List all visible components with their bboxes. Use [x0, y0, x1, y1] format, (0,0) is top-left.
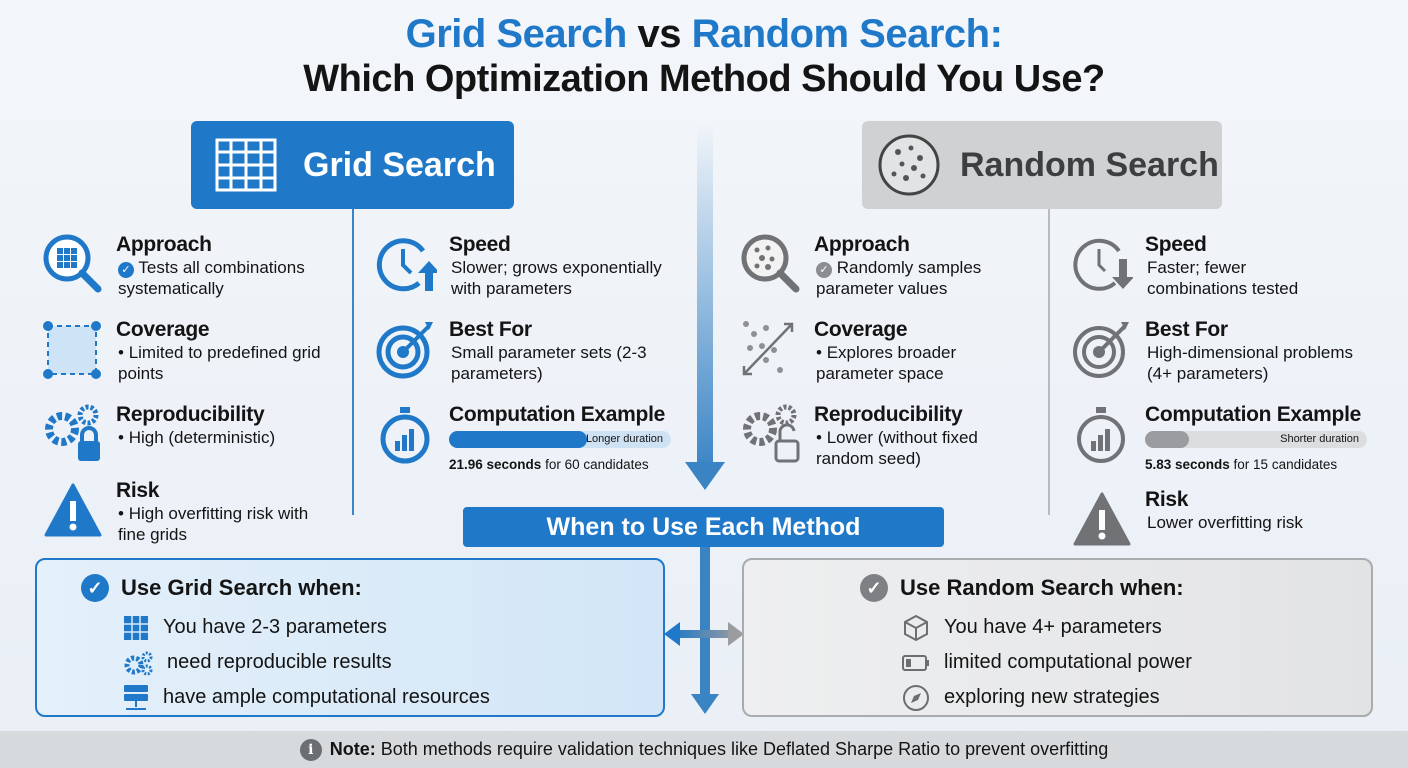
random-reproducibility: ReproducibilityLower (without fixed rand… [740, 403, 1014, 469]
list-item: limited computational power [788, 645, 1371, 680]
grid-icon [215, 138, 277, 192]
left-arrowhead [664, 622, 680, 646]
magnifier-dots-icon [741, 234, 800, 293]
use-random-panel: ✓Use Random Search when: You have 4+ par… [742, 558, 1373, 717]
grid-reproducibility: ReproducibilityHigh (deterministic) [42, 403, 275, 465]
info-icon: i [299, 738, 322, 761]
list-item: need reproducible results [81, 645, 663, 680]
server-icon [124, 684, 148, 710]
cube-icon [904, 614, 928, 641]
random-duration-fill [1145, 431, 1190, 448]
list-item: exploring new strategies [788, 680, 1371, 715]
warning-icon [44, 483, 102, 537]
random-duration-bar: Shorter duration [1145, 431, 1367, 448]
when-to-use-banner: When to Use Each Method [463, 507, 944, 547]
bottom-arrow [700, 547, 710, 697]
target-icon [1073, 322, 1129, 378]
bottom-arrow-head [691, 694, 719, 714]
use-grid-panel: ✓Use Grid Search when: You have 2-3 para… [35, 558, 665, 717]
gears-unlock-icon [743, 404, 800, 463]
list-item: You have 2-3 parameters [81, 610, 663, 645]
clock-down-icon [1073, 238, 1133, 291]
title-line-1: Grid Search vs Random Search: [405, 12, 1003, 56]
random-connector [1048, 209, 1050, 515]
left-right-arrow [672, 630, 738, 638]
list-item: have ample computational resources [81, 680, 663, 715]
list-item: You have 4+ parameters [788, 610, 1371, 645]
grid-duration-bar: Longer duration [449, 431, 671, 448]
title-line-2: Which Optimization Method Should You Use… [303, 58, 1105, 100]
magnifier-grid-icon [43, 234, 102, 293]
center-arrow-head [685, 462, 725, 490]
center-arrow [697, 120, 713, 465]
check-icon: ✓ [118, 262, 134, 278]
battery-low-icon [902, 654, 929, 671]
scatter-arrows-icon [742, 321, 794, 376]
warning-icon [1073, 492, 1131, 546]
note-bar: i Note: Both methods require validation … [0, 731, 1408, 768]
grid-connector [352, 209, 354, 515]
check-icon: ✓ [816, 262, 832, 278]
random-computation: Computation Example Shorter duration 5.8… [1071, 403, 1367, 475]
target-icon [376, 322, 433, 379]
grid-risk: RiskHigh overfitting risk with fine grid… [42, 479, 336, 545]
right-arrowhead [728, 622, 744, 646]
random-search-header: Random Search [862, 121, 1222, 209]
stopwatch-chart-icon [1077, 407, 1125, 463]
random-coverage: CoverageExplores broader parameter space [740, 318, 1004, 384]
stopwatch-chart-icon [380, 407, 430, 464]
grid-computation: Computation Example Longer duration 21.9… [375, 403, 671, 475]
check-circle-icon: ✓ [860, 574, 888, 602]
gears-icon [124, 651, 153, 675]
grid-duration-fill [449, 431, 587, 448]
grid-icon [124, 615, 148, 640]
grid-coverage: CoverageLimited to predefined grid point… [42, 318, 326, 384]
compass-icon [903, 684, 929, 711]
random-dots-icon [878, 134, 940, 196]
grid-search-header: Grid Search [191, 121, 514, 209]
clock-up-icon [376, 238, 437, 292]
grid-approach: Approach✓ Tests all combinations systema… [42, 233, 336, 299]
check-circle-icon: ✓ [81, 574, 109, 602]
grid-points-icon [43, 321, 101, 379]
random-approach: Approach✓ Randomly samples parameter val… [740, 233, 1014, 299]
gears-lock-icon [45, 404, 100, 461]
